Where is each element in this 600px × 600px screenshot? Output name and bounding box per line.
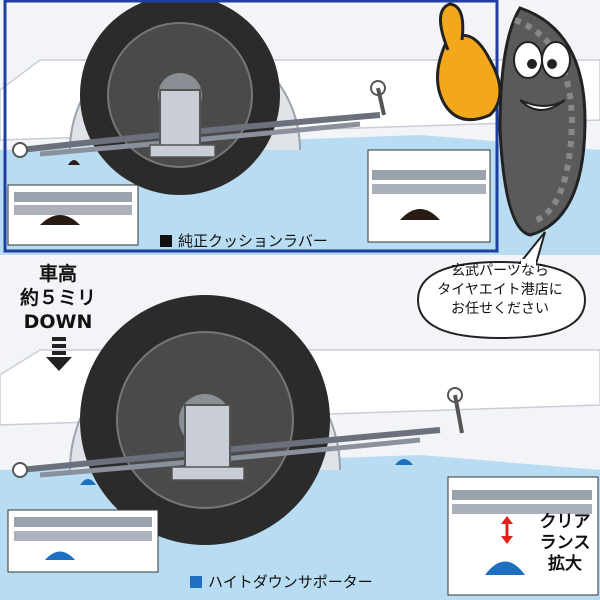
original-rubber-illustration xyxy=(0,0,600,255)
down-arrow-icon xyxy=(46,337,72,371)
height-down-supporter-illustration xyxy=(0,255,600,600)
original-rubber-panel: 純正クッションラバー xyxy=(0,0,600,255)
height-down-supporter-panel: ハイトダウンサポーター xyxy=(0,255,600,600)
supporter-caption: ハイトダウンサポーター xyxy=(190,571,373,592)
speech-bubble-text: 玄武パーツなら タイヤエイト港店に お任せください xyxy=(437,263,563,317)
clearance-label: クリア ランス 拡大 xyxy=(539,512,591,574)
caption-marker xyxy=(190,575,202,588)
lowered-height-label: 車高 約５ミリ DOWN xyxy=(19,263,96,333)
clearance-arrow-icon xyxy=(501,516,513,544)
caption-marker xyxy=(160,234,172,247)
original-rubber-caption: 純正クッションラバー xyxy=(160,230,328,251)
